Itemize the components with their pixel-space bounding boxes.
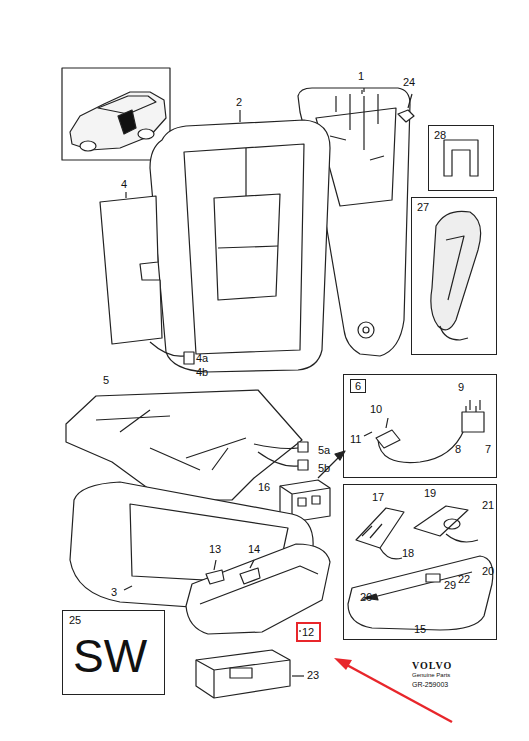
control-module [196,650,290,698]
side-airbag [431,211,481,330]
callout-number: 19 [424,487,436,499]
callout-number: 15 [414,623,426,635]
backrest-cover [150,120,330,372]
callout-number: 11 [350,433,361,445]
brand-text: Genuine Parts [412,672,450,679]
callout-number: 13 [209,543,221,555]
callout-number: 6 [350,379,366,393]
highlight-box: 12 [296,622,321,642]
side-panel [186,544,330,634]
callout-number: 14 [248,543,260,555]
callout-number: 4a [196,352,208,364]
brand-text: VOLVO [412,660,452,671]
callout-number: 26 [360,591,372,603]
callout-number: 25 [69,614,81,626]
symbol-box: 25SW [62,610,165,695]
callout-number: 4b [196,366,208,378]
callout-number: 29 [444,579,456,591]
callout-number: 18 [402,547,414,559]
callout-number: 27 [417,201,429,213]
clip [444,140,478,176]
thumbnail-frame [62,68,170,160]
callout-number: 24 [403,76,415,88]
callout-number: 9 [458,381,464,393]
callout-number: 17 [372,491,384,503]
callout-number: 8 [455,443,461,455]
pointer-arrow [345,664,452,722]
callout-number: 20 [482,565,494,577]
callout-number: 5b [318,462,330,474]
switch-panel [348,556,493,630]
callout-number: 4 [121,178,127,190]
callout-number: 21 [482,499,494,511]
inset-box: 6 9 10 11 8 7 [343,374,497,478]
callout-number: 7 [485,443,491,455]
callout-number: 16 [258,481,270,493]
callout-number: 2 [236,96,242,108]
symbol-text: SW [73,631,147,682]
backrest-heater [100,196,162,344]
callout-number: 5 [103,374,109,386]
callout-number: 28 [434,129,446,141]
inset-box: 17 19 21 18 20 2229 26 15 [343,484,497,640]
callout-number: 22 [458,573,470,585]
callout-number: 12 [302,626,314,638]
callout-number: 5a [318,444,330,456]
callout-number: 10 [370,403,382,415]
pointer-arrowhead [334,658,352,670]
callout-number: 3 [111,586,117,598]
inset-box: 28 [428,125,494,191]
callout-number: 1 [358,70,364,82]
callout-number: 23 [307,669,319,681]
brand-text: GR-259003 [412,681,448,689]
inset-box: 27 [411,197,497,355]
